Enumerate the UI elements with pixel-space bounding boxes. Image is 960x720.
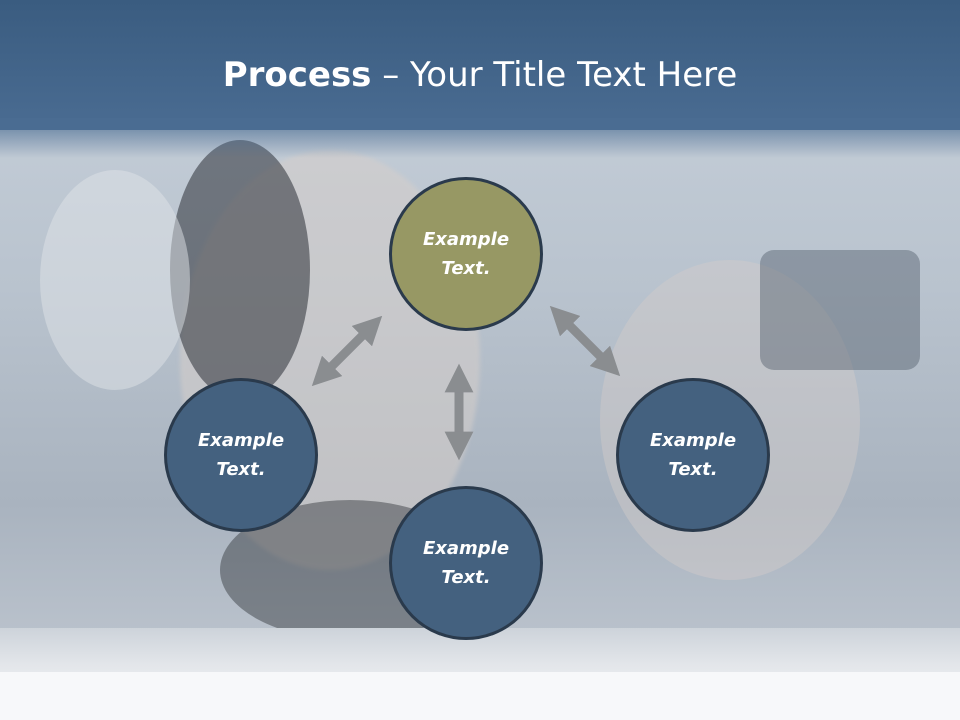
node-top: Example Text.	[389, 177, 543, 331]
title-rest: – Your Title Text Here	[371, 55, 738, 95]
double-arrow-icon	[549, 305, 621, 377]
node-left: Example Text.	[164, 378, 318, 532]
node-bottom: Example Text.	[389, 486, 543, 640]
node-right: Example Text.	[616, 378, 770, 532]
slide-title: Process – Your Title Text Here	[0, 52, 960, 98]
node-right-label: Example Text.	[649, 430, 737, 480]
node-top-label: Example Text.	[422, 229, 510, 279]
title-bold: Process	[222, 55, 372, 95]
double-arrow-icon	[311, 315, 383, 387]
header-fade	[0, 118, 960, 158]
node-bottom-label: Example Text.	[422, 538, 510, 588]
node-left-label: Example Text.	[197, 430, 285, 480]
header-bar	[0, 0, 960, 130]
bottom-strip	[0, 672, 960, 720]
